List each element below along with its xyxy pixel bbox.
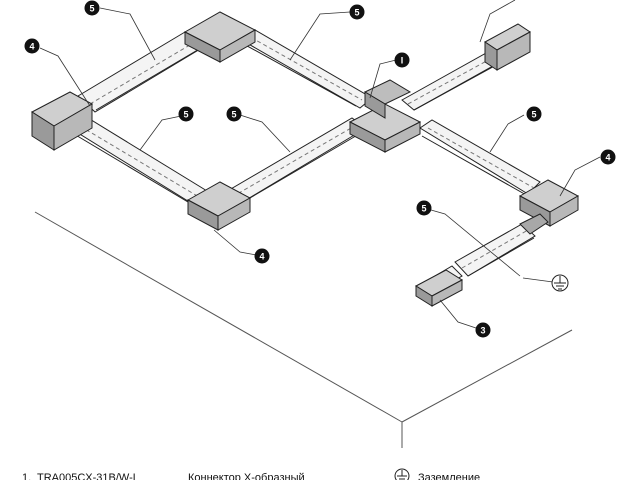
connector-bottom-corner <box>186 181 252 231</box>
svg-text:4: 4 <box>605 153 610 163</box>
connector-left-corner <box>31 91 94 151</box>
callout-1-x-connector: I <box>394 52 410 68</box>
svg-text:I: I <box>401 56 404 66</box>
legend-item-number: 1. <box>22 472 31 480</box>
callout-5-right: 5 <box>526 106 542 122</box>
svg-text:5: 5 <box>354 8 359 18</box>
svg-text:4: 4 <box>29 42 34 52</box>
ceiling-plane <box>34 211 573 448</box>
legend: 1. TRA005CX-31B/W-L Коннектор X-образный… <box>22 468 480 480</box>
callout-badges: 5 5 4 I 5 5 5 4 <box>24 0 616 338</box>
callout-4-bottom: 4 <box>254 248 270 264</box>
svg-text:4: 4 <box>259 252 264 262</box>
svg-text:5: 5 <box>421 204 426 214</box>
connector-top-right-end <box>484 23 531 71</box>
callout-5-mid-left: 5 <box>178 106 194 122</box>
connector-right-corner <box>518 179 580 235</box>
callout-4-left: 4 <box>24 38 40 54</box>
svg-text:5: 5 <box>531 110 536 120</box>
track-segment-lower <box>454 223 536 277</box>
ground-symbol <box>551 274 569 292</box>
callout-5-top-left: 5 <box>84 0 100 16</box>
callout-3-end: 3 <box>475 322 491 338</box>
legend-ground-icon <box>394 468 410 480</box>
callout-5-mid-center: 5 <box>226 106 242 122</box>
track-segment-left <box>69 117 213 209</box>
legend-ground-label: Заземление <box>418 472 480 480</box>
connectors <box>31 11 580 307</box>
callout-5-lower: 5 <box>416 200 432 216</box>
connector-top-corner <box>183 11 257 63</box>
track-segment-right <box>419 119 541 197</box>
leader-lines <box>39 0 601 331</box>
svg-text:5: 5 <box>89 4 94 14</box>
legend-item-code: TRA005CX-31B/W-L <box>37 472 139 480</box>
callout-5-top-right: 5 <box>349 4 365 20</box>
legend-item-description: Коннектор X-образный <box>188 472 305 480</box>
callout-4-right: 4 <box>600 149 616 165</box>
track-rails <box>69 13 541 297</box>
connector-bottom-end <box>415 269 463 307</box>
connector-x-center <box>348 79 422 153</box>
svg-text:3: 3 <box>480 326 485 336</box>
svg-text:5: 5 <box>183 110 188 120</box>
svg-text:5: 5 <box>231 110 236 120</box>
